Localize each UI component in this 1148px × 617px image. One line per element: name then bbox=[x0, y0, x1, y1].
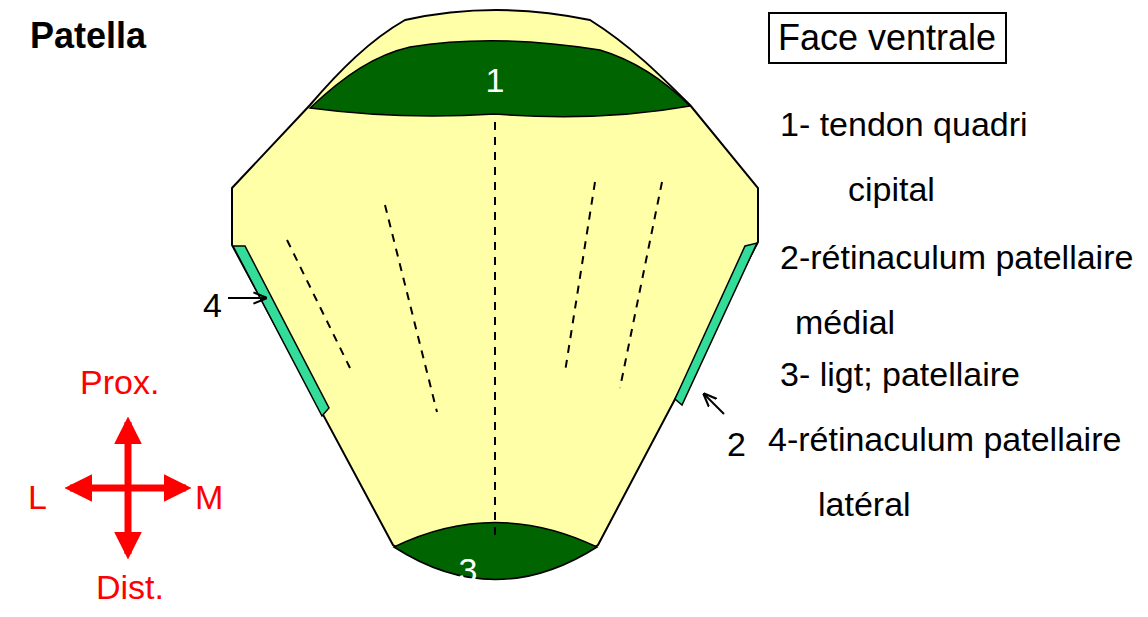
callout-number: 2 bbox=[727, 412, 746, 477]
axis-label: M bbox=[195, 465, 223, 530]
leader-line bbox=[704, 394, 724, 414]
key-text: 2-rétinaculum patellaire médial bbox=[780, 225, 1135, 355]
key-text: 3- ligt; patellaire bbox=[780, 342, 1020, 407]
leader-line bbox=[228, 297, 266, 299]
tendon-area bbox=[310, 41, 690, 117]
axis-label: Dist. bbox=[96, 555, 164, 617]
callout-number: 1 bbox=[486, 60, 505, 100]
key-text: 1- tendon quadri cipital bbox=[780, 92, 1120, 222]
medial-retinaculum bbox=[675, 243, 757, 405]
view-title: Face ventrale bbox=[778, 16, 997, 60]
key-text: 4-rétinaculum patellaire latéral bbox=[768, 407, 1138, 537]
orientation-cross bbox=[70, 422, 186, 554]
view-box: Face ventrale bbox=[768, 12, 1007, 64]
figure-title: Patella bbox=[30, 14, 146, 58]
callout-number: 4 bbox=[203, 273, 222, 338]
patella-outline bbox=[232, 10, 758, 579]
ridge-lines bbox=[287, 122, 662, 540]
axis-label: L bbox=[28, 465, 47, 530]
callout-number: 3 bbox=[459, 550, 478, 590]
axis-label: Prox. bbox=[80, 350, 159, 415]
lateral-retinaculum bbox=[233, 246, 329, 416]
